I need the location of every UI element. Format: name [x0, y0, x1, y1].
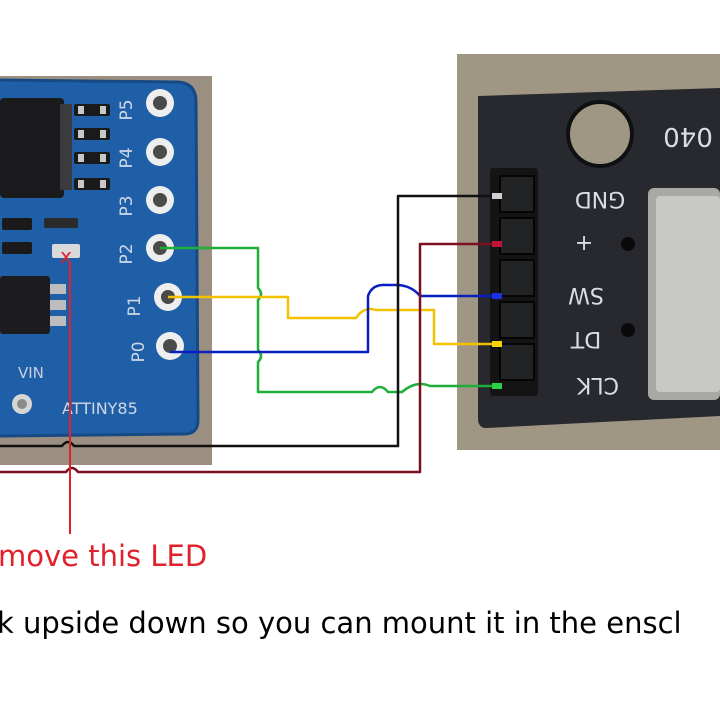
encoder-pin-sw: SW	[568, 282, 604, 307]
pin-label-p1: P1	[125, 295, 145, 316]
rotary-encoder-board: 040 GND + SW DT CLK	[457, 54, 720, 450]
pin-label-p3: P3	[117, 195, 137, 216]
encoder-mount-hole	[566, 100, 634, 168]
wire-p2-to-clk	[160, 246, 496, 394]
led-x-marker: x	[60, 244, 72, 268]
pin-label-p0: P0	[129, 341, 149, 362]
attiny-chip-label: ATTINY85	[62, 399, 138, 418]
pin-label-p2: P2	[117, 243, 137, 264]
attiny-pin-holes	[146, 89, 184, 360]
remove-led-text: move this LED	[0, 539, 207, 573]
wire-vcc	[0, 242, 496, 474]
attiny85-board: P5 P4 P3 P2 P1 P0 VIN ATTINY85	[0, 76, 212, 465]
smd-resistors	[2, 104, 110, 254]
wire-p1-to-dt	[168, 295, 496, 346]
pin-label-p5: P5	[117, 99, 137, 120]
encoder-model-label: 040	[663, 121, 713, 151]
mounting-instruction: k upside down so you can mount it in the…	[0, 606, 682, 640]
encoder-pin-vcc: +	[575, 230, 593, 255]
encoder-pin-gnd: GND	[575, 186, 625, 211]
onboard-led	[52, 244, 80, 258]
attiny-chip	[0, 98, 64, 198]
vin-label: VIN	[18, 364, 44, 382]
encoder-pin-clk: CLK	[576, 372, 619, 397]
wire-terminals	[492, 193, 502, 389]
remove-led-annotation: x move this LED	[0, 244, 207, 573]
encoder-pin-dt: DT	[570, 326, 601, 351]
wire-p0-to-sw	[170, 283, 496, 354]
pin-label-p4: P4	[117, 147, 137, 168]
attiny-regulator	[0, 276, 66, 334]
